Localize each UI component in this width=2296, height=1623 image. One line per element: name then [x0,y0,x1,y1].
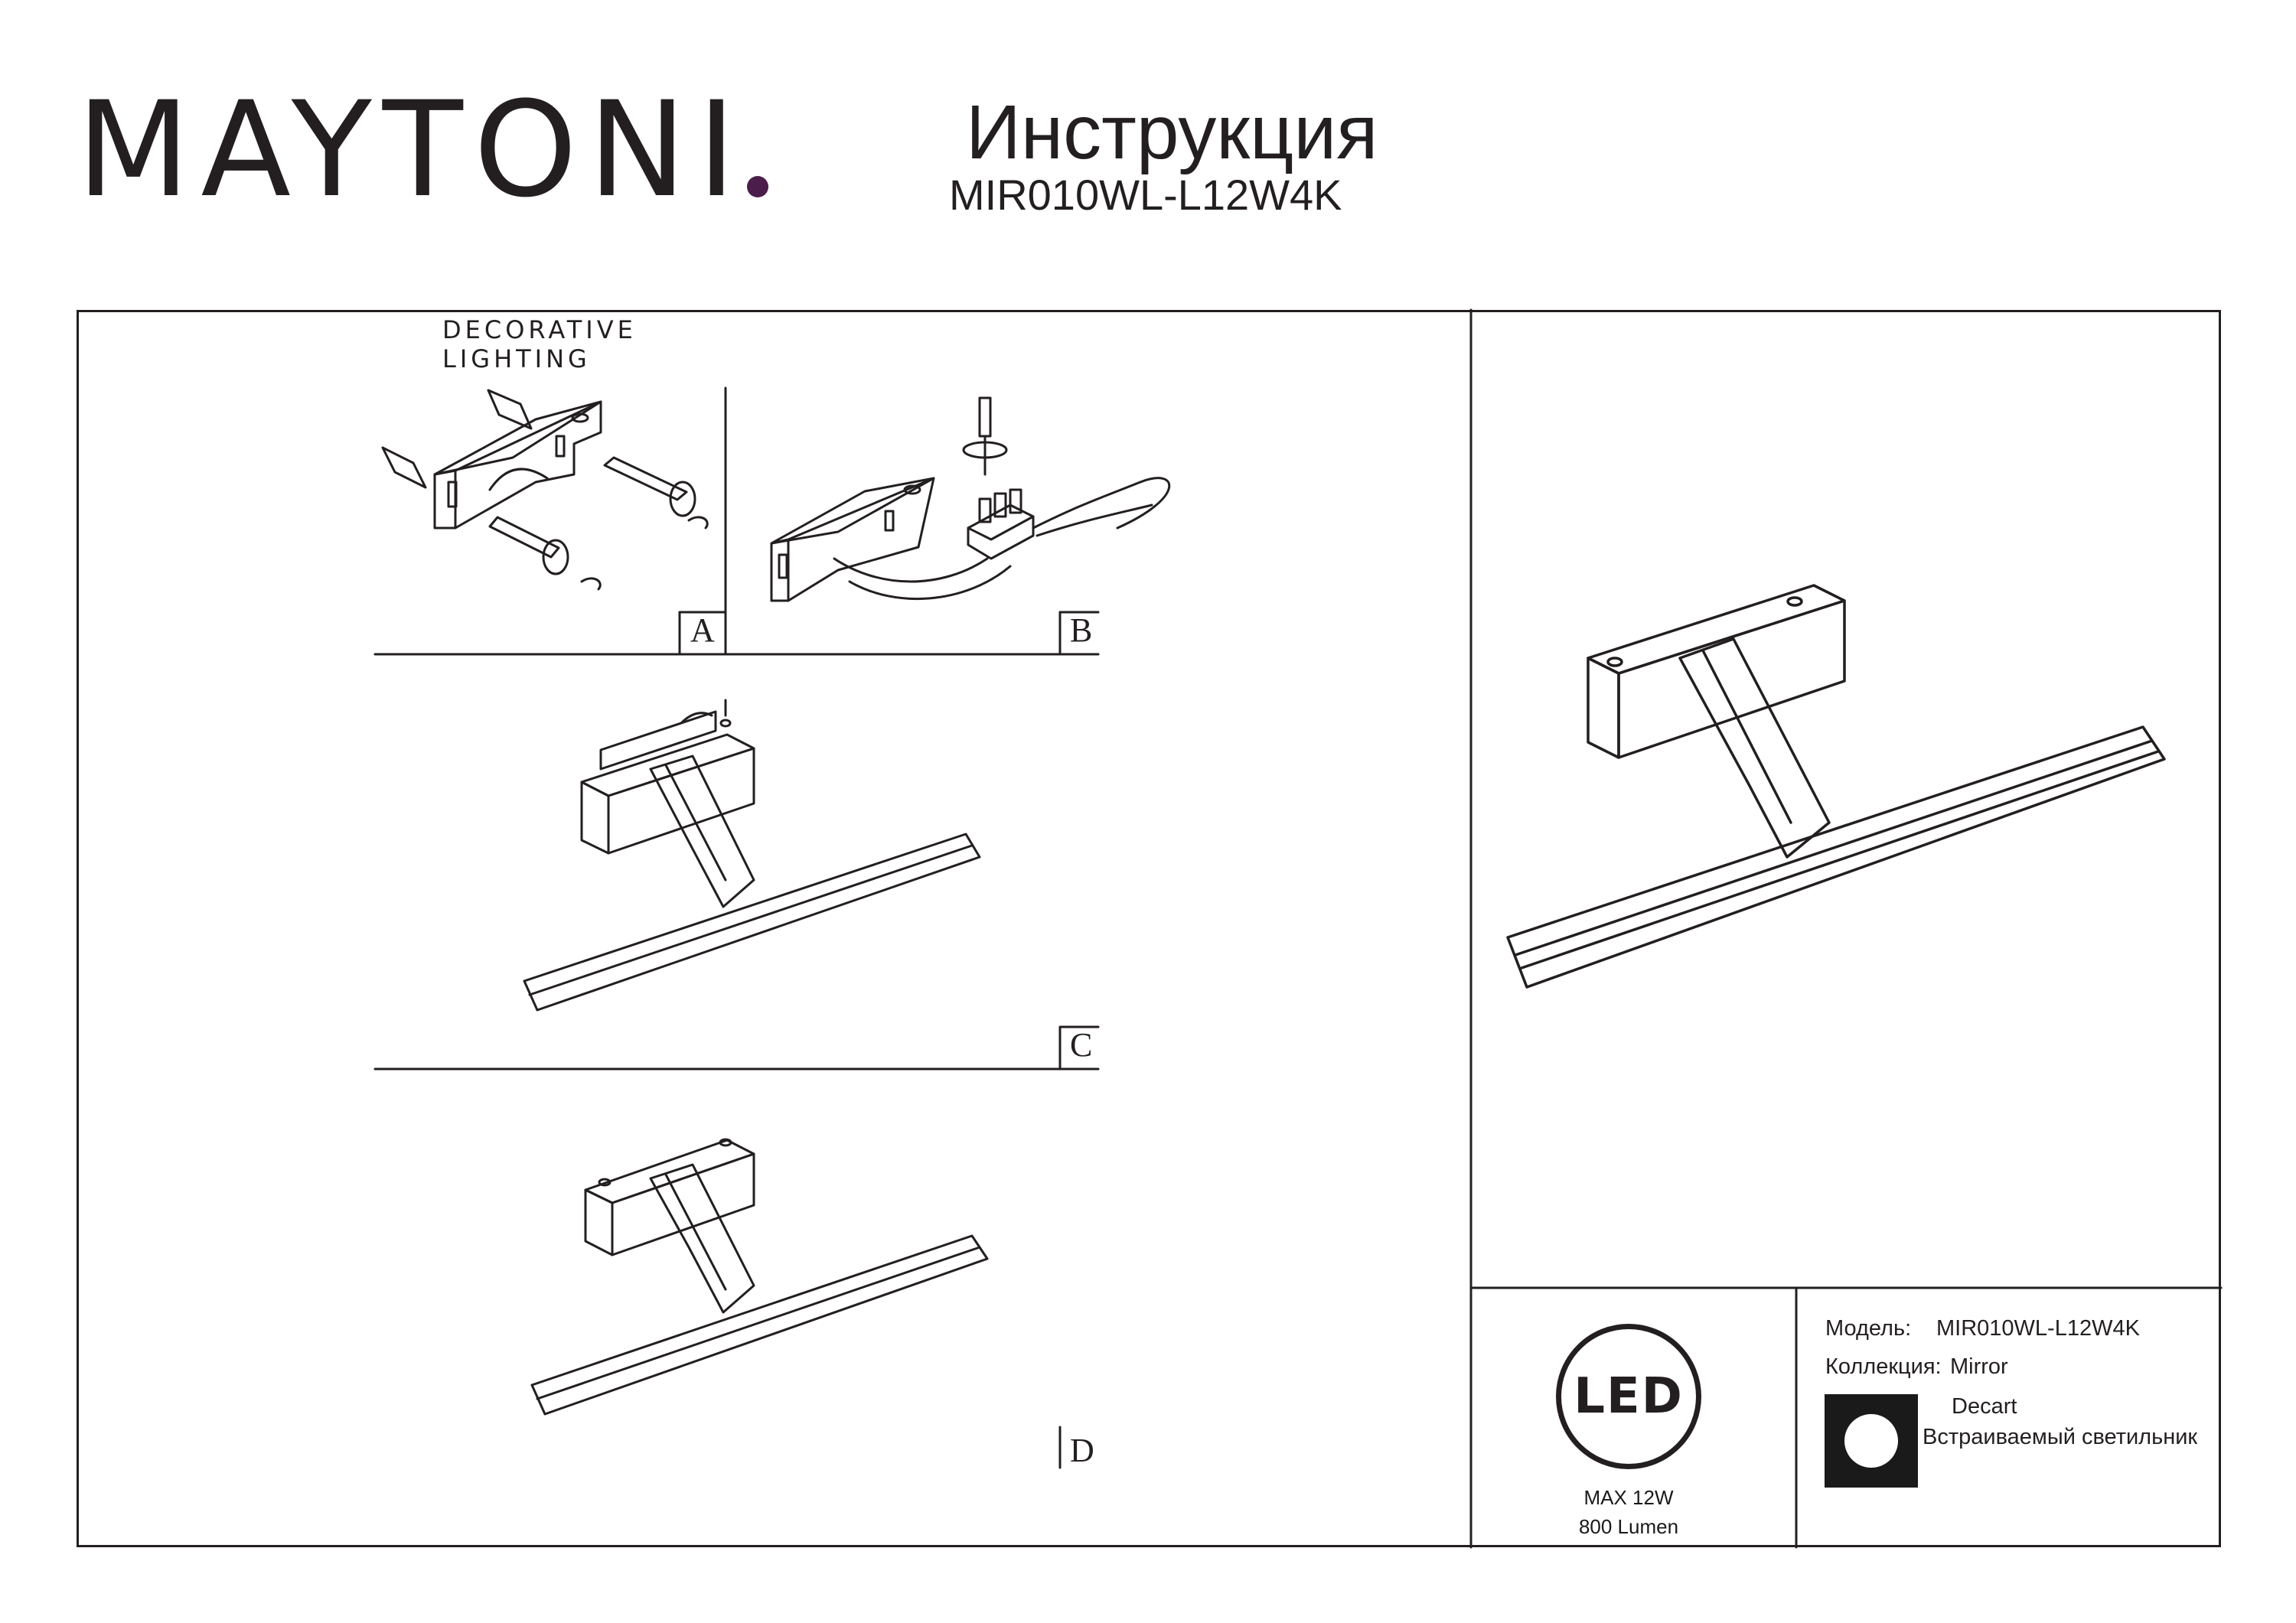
page-title: Инструкция [966,90,1378,175]
type-description: Встраиваемый светильник [1923,1425,2198,1449]
product-drawing [1506,584,2166,989]
lumen-output: 800 Lumen [1578,1515,1679,1538]
led-icon: LED [1556,1324,1701,1469]
brand-logo: MAYTONI DECORATIVE LIGHTING [77,84,768,373]
step-label-a: A [690,611,715,649]
step-c-drawing [523,699,981,1012]
model-number: MIR010WL-L12W4K [949,171,1342,219]
instruction-frame [77,310,2221,1547]
circle-icon [1825,1394,1918,1488]
step-d-drawing [530,1138,989,1416]
step-a-drawing [381,389,709,591]
step-b-drawing [770,396,1171,602]
collection-label: Коллекция: [1825,1354,1942,1379]
model-label: Модель: [1825,1316,1912,1341]
type-name: Decart [1952,1394,2017,1419]
step-label-b: B [1070,611,1093,649]
logo-dot [747,176,768,197]
led-text: LED [1574,1368,1684,1425]
collection-value: Mirror [1950,1354,2008,1379]
step-label-d: D [1070,1432,1094,1469]
model-value: MIR010WL-L12W4K [1936,1316,2140,1341]
step-label-c: C [1070,1026,1093,1064]
brand-name: MAYTONI [77,73,747,227]
brand-tagline: DECORATIVE LIGHTING [442,315,637,373]
max-power: MAX 12W [1583,1486,1674,1509]
